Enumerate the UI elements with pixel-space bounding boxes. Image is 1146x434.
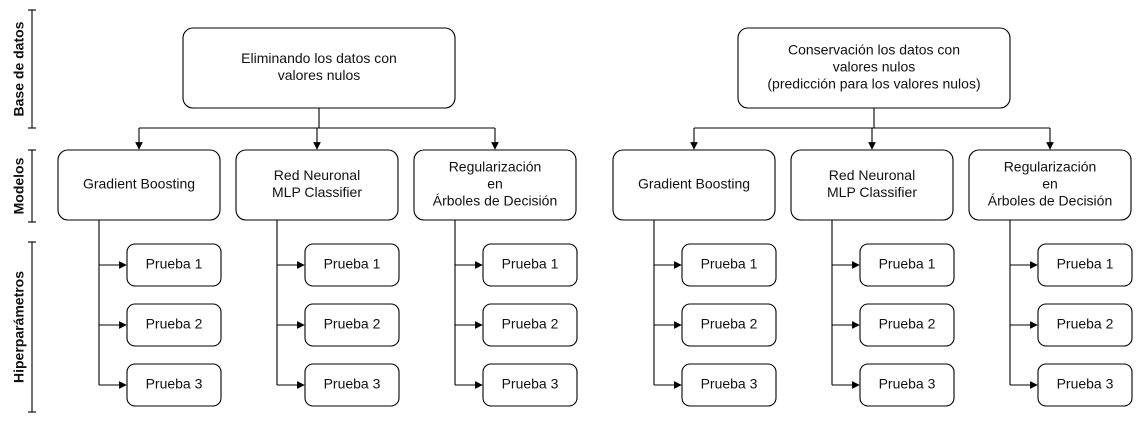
model-node-label: Regularización <box>449 159 542 175</box>
test-node-label: Prueba 1 <box>146 256 203 272</box>
test-node <box>1037 243 1133 287</box>
test-node-label: Prueba 1 <box>879 256 936 272</box>
model-node-label: Red Neuronal <box>829 167 915 183</box>
test-node <box>681 243 777 287</box>
model-node <box>790 149 954 221</box>
test-node-label: Prueba 3 <box>701 376 758 392</box>
test-node-label: Prueba 1 <box>701 256 758 272</box>
test-node-label: Prueba 3 <box>1057 376 1114 392</box>
test-node-label: Prueba 2 <box>324 316 381 332</box>
test-node <box>482 303 578 347</box>
test-node-label: Prueba 3 <box>324 376 381 392</box>
test-node <box>681 303 777 347</box>
model-node-label: Árboles de Decisión <box>988 193 1113 209</box>
axis-label-models: Modelos <box>11 157 27 214</box>
model-node-label: en <box>487 176 503 192</box>
test-node-label: Prueba 1 <box>1057 256 1114 272</box>
test-node <box>1037 363 1133 407</box>
axis-models: Modelos <box>11 149 36 223</box>
test-node <box>482 243 578 287</box>
test-node <box>126 243 222 287</box>
model-node <box>968 149 1132 221</box>
axis-label-hyperparameters: Hiperparámetros <box>11 271 27 383</box>
test-node <box>859 363 955 407</box>
test-node <box>859 243 955 287</box>
dataset-node-label: Conservación los datos con <box>788 42 960 58</box>
axis-label-dataset: Base de datos <box>11 21 27 116</box>
dataset-node-label: valores nulos <box>833 59 916 75</box>
dataset-node-label: valores nulos <box>278 67 361 83</box>
test-node-label: Prueba 2 <box>701 316 758 332</box>
test-node-label: Prueba 3 <box>502 376 559 392</box>
model-node-label: en <box>1042 176 1058 192</box>
test-node <box>126 303 222 347</box>
test-node <box>681 363 777 407</box>
test-node <box>304 303 400 347</box>
test-node <box>304 363 400 407</box>
test-node-label: Prueba 1 <box>502 256 559 272</box>
test-node-label: Prueba 2 <box>879 316 936 332</box>
model-node <box>413 149 577 221</box>
test-node-label: Prueba 2 <box>502 316 559 332</box>
model-node <box>235 149 399 221</box>
test-node-label: Prueba 2 <box>146 316 203 332</box>
model-node <box>57 149 221 221</box>
model-node-label: Red Neuronal <box>274 167 360 183</box>
dataset-node-label: Eliminando los datos con <box>241 50 397 66</box>
test-node <box>1037 303 1133 347</box>
model-node-label: Regularización <box>1004 159 1097 175</box>
axis-hyperparameters: Hiperparámetros <box>11 241 36 413</box>
test-node-label: Prueba 2 <box>1057 316 1114 332</box>
model-node-label: MLP Classifier <box>272 184 362 200</box>
model-node-label: MLP Classifier <box>827 184 917 200</box>
test-node <box>304 243 400 287</box>
model-node-label: Árboles de Decisión <box>433 193 558 209</box>
model-node-label: Gradient Boosting <box>638 176 750 192</box>
model-node-label: Gradient Boosting <box>83 176 195 192</box>
test-node <box>859 303 955 347</box>
model-node <box>612 149 776 221</box>
test-node-label: Prueba 1 <box>324 256 381 272</box>
test-node <box>126 363 222 407</box>
test-node <box>482 363 578 407</box>
test-node-label: Prueba 3 <box>146 376 203 392</box>
axis-dataset: Base de datos <box>11 9 36 129</box>
dataset-node-label: (predicción para los valores nulos) <box>767 76 980 92</box>
test-node-label: Prueba 3 <box>879 376 936 392</box>
